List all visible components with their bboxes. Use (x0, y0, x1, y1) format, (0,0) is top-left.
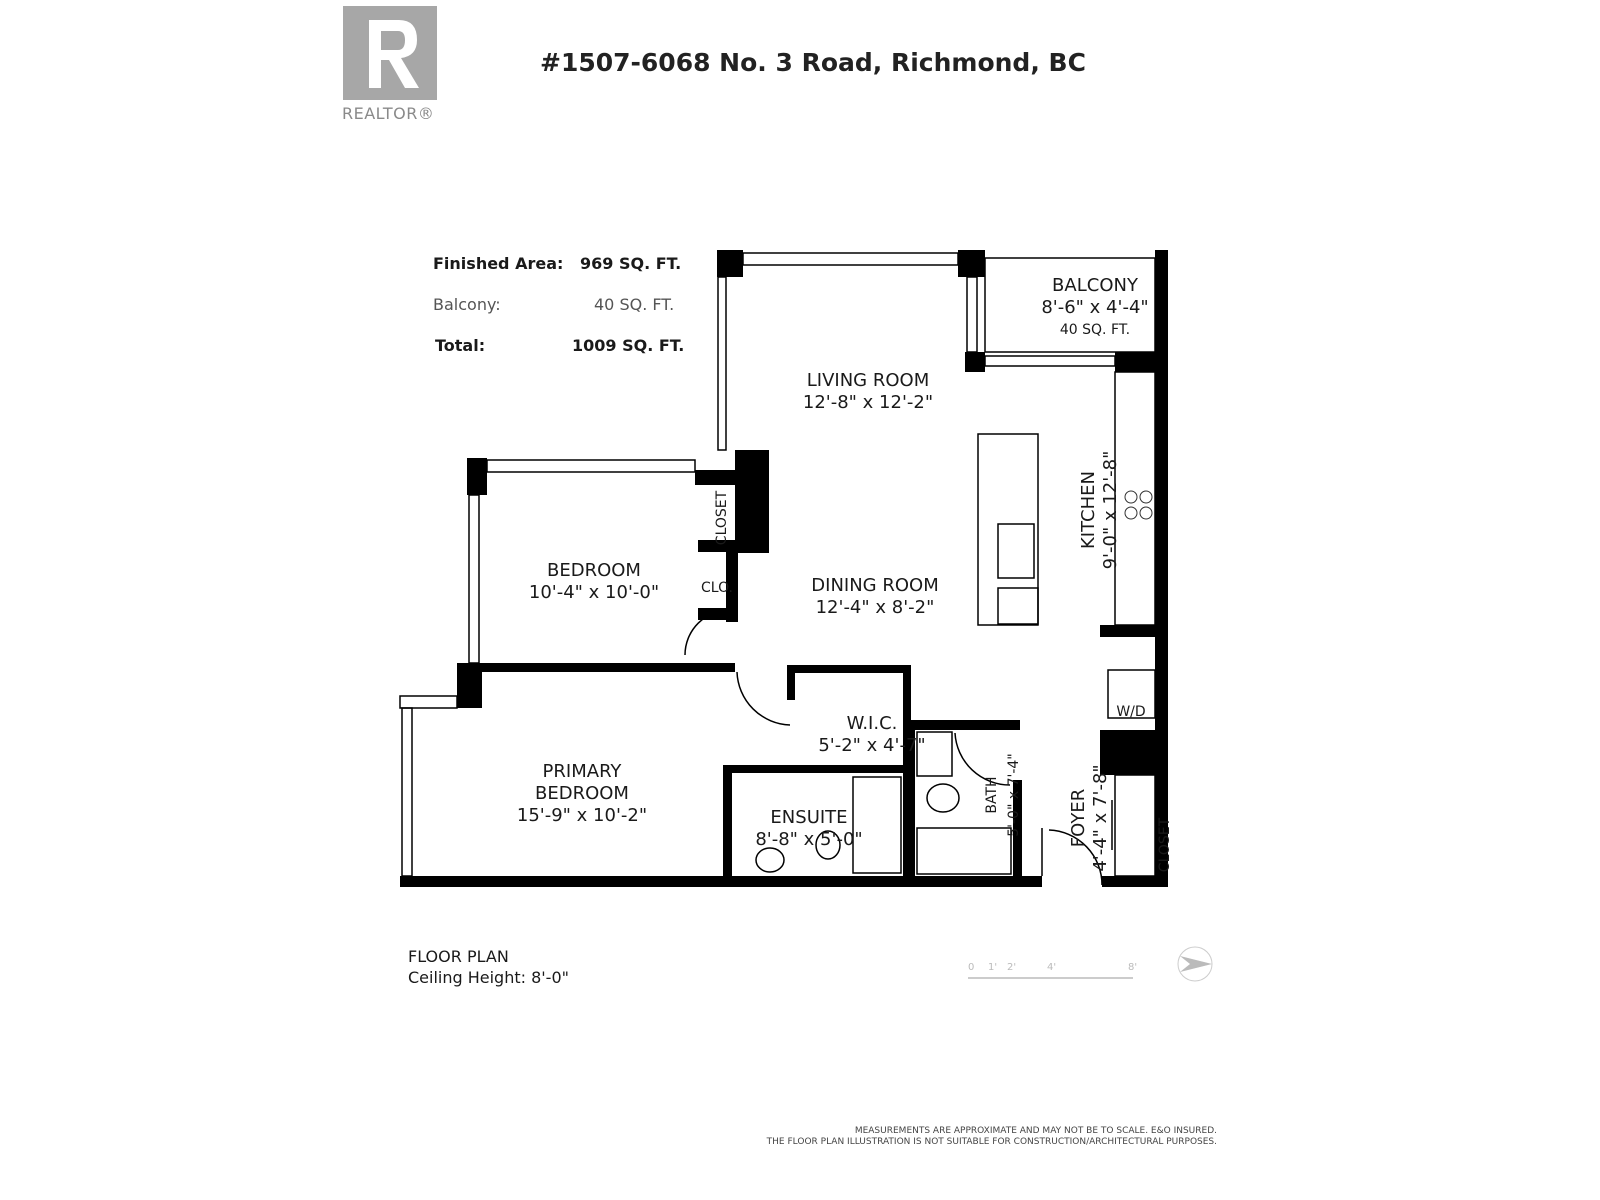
room-name: FOYER (1068, 788, 1089, 848)
total-area-value: 1009 SQ. FT. (572, 336, 685, 355)
disclaimer-line: THE FLOOR PLAN ILLUSTRATION IS NOT SUITA… (766, 1137, 1217, 1147)
disclaimer: MEASUREMENTS ARE APPROXIMATE AND MAY NOT… (767, 1126, 1217, 1148)
room-dining: DINING ROOM 12'-4" x 8'-2" (811, 575, 938, 619)
room-foyer: FOYER 4'-4" x 7'-8" (1068, 764, 1112, 871)
room-dims: 8'-8" x 5'-0" (755, 829, 863, 850)
cooktop-icon (1124, 490, 1153, 520)
room-name: BALCONY (1052, 275, 1138, 296)
finished-area-label: Finished Area: (433, 254, 564, 273)
room-name: BEDROOM (535, 783, 629, 804)
room-dims: 12'-4" x 8'-2" (815, 597, 935, 618)
room-balcony: BALCONY 8'-6" x 4'-4" 40 SQ. FT. (1041, 275, 1148, 341)
room-dims: 9'-0" x 12'-8" (1100, 450, 1121, 570)
room-dims: 15'-9" x 10'-2" (516, 805, 648, 826)
room-dims: 8'-6" x 4'-4" (1041, 297, 1149, 318)
scale-tick: 0 (968, 962, 974, 973)
scale-bar: 0 1' 2' 4' 8' (968, 962, 1137, 979)
floor-plan-caption: FLOOR PLAN Ceiling Height: 8'-0" (408, 946, 569, 988)
logo-text: REALTOR® (342, 104, 435, 123)
scale-tick: 1' (988, 962, 997, 973)
scale-tick: 2' (1007, 962, 1016, 973)
realtor-logo (343, 6, 437, 100)
disclaimer-line: MEASUREMENTS ARE APPROXIMATE AND MAY NOT… (854, 1126, 1217, 1136)
room-living: LIVING ROOM 12'-8" x 12'-2" (803, 370, 933, 414)
room-name: BATH (984, 776, 1000, 814)
room-name: KITCHEN (1078, 471, 1099, 549)
room-area: 40 SQ. FT. (1059, 322, 1131, 338)
north-arrow-icon (1177, 946, 1213, 982)
room-name: PRIMARY (542, 761, 622, 782)
wd-label: W/D (1116, 704, 1146, 720)
page-title: #1507-6068 No. 3 Road, Richmond, BC (540, 48, 1086, 77)
room-name: ENSUITE (770, 807, 848, 828)
clo-label: CLO. (701, 580, 733, 596)
room-wic: W.I.C. 5'-2" x 4'-7" (818, 713, 925, 757)
ceiling-height: Ceiling Height: 8'-0" (408, 968, 569, 987)
room-kitchen: KITCHEN 9'-0" x 12'-8" (1078, 451, 1122, 570)
room-dims: 10'-4" x 10'-0" (528, 582, 660, 603)
balcony-area-value: 40 SQ. FT. (594, 295, 675, 314)
closet-label: CLOSET (1157, 817, 1173, 873)
room-dims: 4'-4" x 7'-8" (1090, 764, 1111, 872)
scale-tick: 4' (1047, 962, 1056, 973)
room-bedroom: BEDROOM 10'-4" x 10'-0" (529, 560, 659, 604)
room-name: DINING ROOM (811, 575, 939, 596)
room-dims: 5'-0" x 7'-4" (1006, 753, 1022, 837)
room-primary-bedroom: PRIMARY BEDROOM 15'-9" x 10'-2" (517, 761, 647, 827)
total-area-label: Total: (435, 336, 486, 355)
room-bath: BATH 5'-0" x 7'-4" (981, 753, 1025, 837)
floor-plan-label: FLOOR PLAN (408, 947, 509, 966)
room-name: W.I.C. (846, 713, 898, 734)
scale-tick: 8' (1128, 962, 1137, 973)
closet-label: CLOSET (714, 490, 730, 546)
balcony-area-label: Balcony: (433, 295, 501, 314)
walls (400, 250, 1168, 887)
finished-area-value: 969 SQ. FT. (580, 254, 682, 273)
room-dims: 12'-8" x 12'-2" (802, 392, 934, 413)
room-ensuite: ENSUITE 8'-8" x 5'-0" (755, 807, 862, 851)
room-name: BEDROOM (547, 560, 641, 581)
room-dims: 5'-2" x 4'-7" (818, 735, 926, 756)
realtor-r-icon (369, 20, 419, 88)
room-name: LIVING ROOM (806, 370, 930, 391)
windows-and-fixtures (399, 252, 1156, 886)
